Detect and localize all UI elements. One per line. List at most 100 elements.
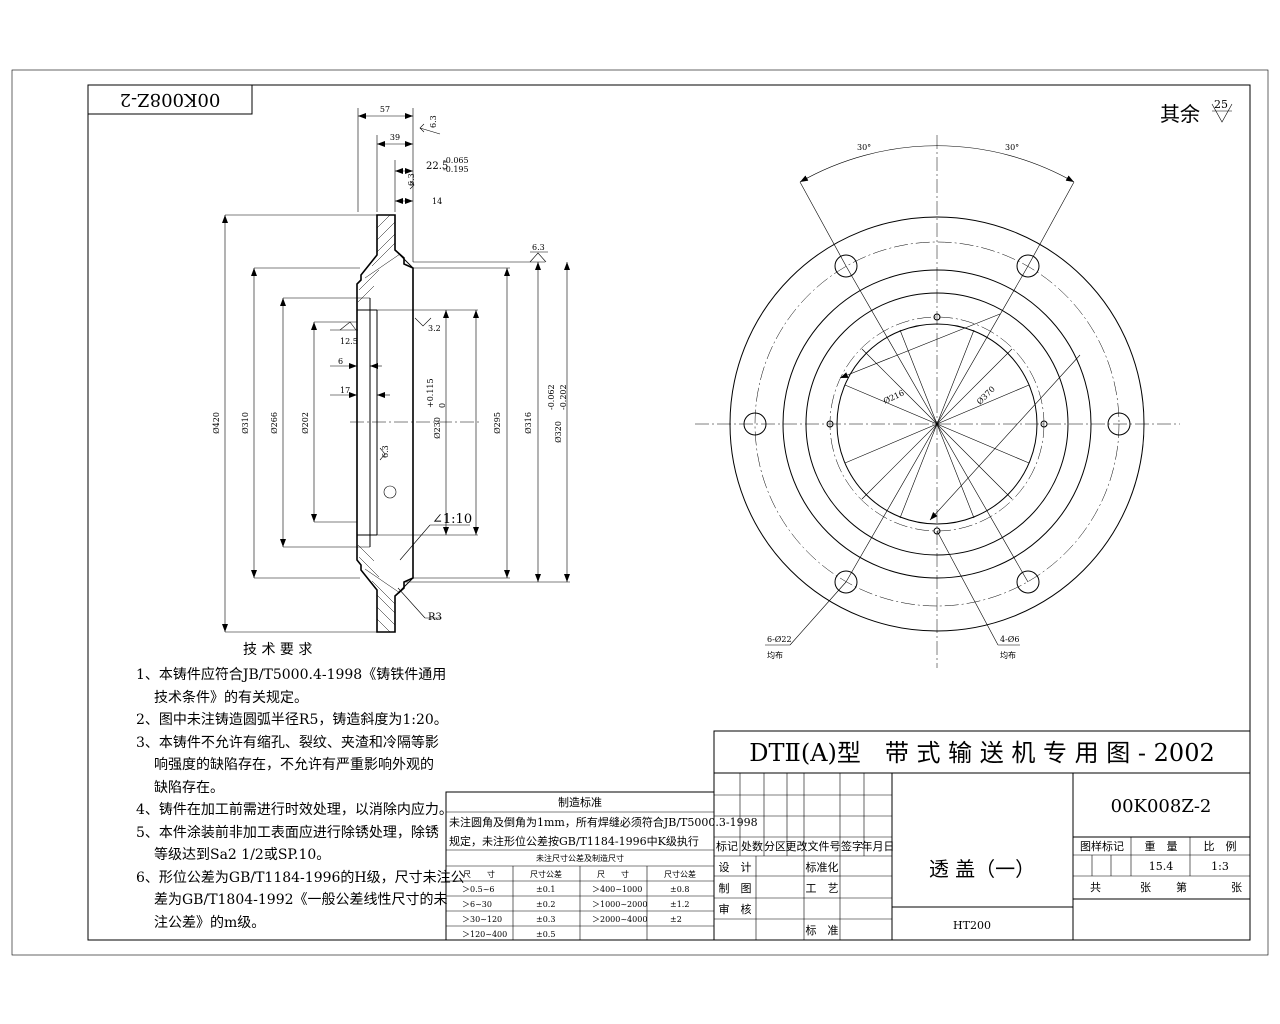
dim-d230: Ø230 [433, 417, 442, 439]
dim-6: 6 [338, 357, 343, 366]
roughness-63-d: 6.3 [381, 445, 390, 458]
page-label: 第 [1176, 880, 1187, 894]
dim-57: 57 [380, 105, 390, 114]
roughness-inner: 6.3 [379, 445, 390, 461]
bolt-hole [834, 570, 858, 594]
roughness-top-2: 6.3 [407, 173, 416, 190]
roughness-12-5-label: 12.5 [340, 337, 358, 346]
step-circle [805, 292, 1069, 556]
radius-note: R3 [428, 612, 442, 623]
roughness-63-c: 6.3 [532, 243, 545, 252]
mfg-header: 尺寸公差 [530, 869, 562, 879]
dim-d310: Ø310 [241, 412, 250, 434]
mfg-cell: ＞400~1000 [592, 885, 642, 894]
title-block: DTⅡ(A)型 带 式 输 送 机 专 用 图 - 2002 00K008Z-2… [713, 730, 1251, 941]
dim-22-5: 22.5 [426, 161, 448, 172]
outer-frame [11, 69, 1269, 956]
bolt-hole [743, 412, 767, 436]
holes-4-uniform: 均布 [1000, 650, 1016, 660]
check-process: 工 艺 [806, 882, 839, 895]
dim-14: 14 [432, 197, 442, 206]
roughness-right: 6.3 [413, 243, 548, 263]
dim-d295: Ø295 [493, 412, 502, 434]
page-sheet-label: 张 [1231, 881, 1242, 894]
roughness-other-note: 其余 25 [1160, 98, 1233, 126]
tech-req-line: 1、本铸件应符合JB/T5000.4-1998《铸铁件通用 [136, 666, 446, 683]
check-standardization: 标准化 [806, 860, 839, 874]
bolt-hole [1107, 412, 1131, 436]
scale-value: 1:3 [1211, 860, 1229, 873]
drawing-number-box: 00K008Z-2 [87, 84, 253, 115]
scale-label: 比 例 [1204, 839, 1237, 853]
tech-req-title: 技 术 要 求 [243, 642, 312, 658]
bolt-pcd [754, 241, 1120, 607]
tech-req-line: 4、铸件在加工前需进行时效处理，以消除内应力。 [136, 801, 453, 818]
mfg-cell: ±2 [670, 915, 682, 924]
mfg-cell: ＞120~400 [462, 930, 507, 939]
mfg-cell: ±0.8 [670, 885, 689, 894]
technical-requirements: 技 术 要 求 1、本铸件应符合JB/T5000.4-1998《铸铁件通用 技术… [136, 642, 465, 931]
mfg-line1: 未注圆角及倒角为1mm，所有焊缝必须符合JB/T5000.3-1998 [449, 815, 758, 829]
holes-6-note: 6-Ø22 [767, 635, 792, 644]
small-hole [933, 313, 941, 321]
outer-circle [729, 216, 1145, 632]
roughness-3-2: 3.2 [414, 317, 441, 333]
mfg-cell: ±0.5 [536, 930, 555, 939]
bolt-hole [834, 254, 858, 278]
roughness-top-1: 6.3 [419, 115, 441, 135]
manufacturing-standard: 制造标准 未注圆角及倒角为1mm，所有焊缝必须符合JB/T5000.3-1998… [445, 791, 758, 941]
roughness-12-5: 12.5 [330, 321, 358, 346]
holes-6-uniform: 均布 [767, 650, 783, 660]
dim-17: 17 [340, 386, 350, 395]
dim-d230-tol-up: +0.115 [426, 378, 435, 408]
mfg-cell: ＞2000~4000 [592, 915, 647, 924]
bolt-hole [1016, 254, 1040, 278]
dim-d266: Ø266 [270, 412, 279, 434]
mfg-header: 尺寸公差 [664, 869, 696, 879]
mfg-cell: ＞30~120 [462, 915, 502, 924]
tech-req-line: 响强度的缺陷存在，不允许有严重影响外观的 [154, 757, 434, 773]
taper-note: ∠1:10 [432, 512, 472, 527]
mfg-cell: ±0.3 [536, 915, 555, 924]
mfg-cell: ＞0.5~6 [462, 885, 495, 894]
role-design: 设 计 [719, 861, 752, 874]
angle-right: 30° [1005, 143, 1019, 152]
mfg-cell: ＞6~30 [462, 900, 492, 909]
roughness-other-value: 25 [1214, 98, 1228, 111]
tech-req-line: 5、本件涂装前非加工表面应进行除锈处理，除锈 [136, 824, 439, 841]
bore-circle [836, 323, 1038, 525]
mfg-cell: ＞1000~2000 [592, 900, 647, 909]
roughness-63-b: 6.3 [407, 173, 416, 186]
tech-req-line: 注公差》的m级。 [154, 915, 265, 931]
tech-req-line: 差为GB/T1804-1992《一般公差线性尺寸的未 [154, 892, 448, 908]
dim-d320: Ø320 [554, 421, 563, 443]
dim-d230-tol-low: 0 [438, 403, 447, 408]
mark-label: 图样标记 [1080, 839, 1124, 853]
dim-39: 39 [390, 133, 400, 142]
roughness-3-2-label: 3.2 [428, 324, 441, 333]
roughness-other-label: 其余 [1160, 102, 1200, 126]
sheet-label: 张 [1140, 881, 1151, 894]
dim-d316: Ø316 [524, 412, 533, 434]
mfg-cell: ±1.2 [670, 900, 689, 909]
mfg-subtitle: 未注尺寸公差及制造尺寸 [536, 853, 624, 863]
angle-left: 30° [857, 143, 871, 152]
drawing-number-rotated: 00K008Z-2 [120, 89, 221, 110]
mfg-header: 尺 寸 [597, 869, 629, 879]
small-hole [826, 420, 834, 428]
dim-22-5-tol-low: -0.195 [443, 165, 469, 174]
plan-view: 30° 30° Ø216 Ø370 6-Ø22 均布 4-Ø6 均布 [695, 135, 1180, 668]
role-drafting: 制 图 [719, 882, 752, 895]
mfg-line2: 规定，未注形位公差按GB/T1184-1996中K级执行 [449, 834, 699, 848]
section-outline [356, 214, 414, 633]
check-standard: 标 准 [806, 923, 839, 937]
role-review: 审 核 [719, 902, 752, 916]
small-hole [933, 527, 941, 535]
tech-req-line: 等级达到Sa2 1/2或SP.10。 [154, 846, 330, 863]
tech-req-line: 技术条件》的有关规定。 [154, 689, 308, 706]
total-label: 共 [1090, 881, 1101, 894]
bolt-hole [1016, 570, 1040, 594]
project-title: DTⅡ(A)型 带 式 输 送 机 专 用 图 - 2002 [749, 739, 1214, 767]
rev-header: 年月日 [862, 839, 895, 853]
